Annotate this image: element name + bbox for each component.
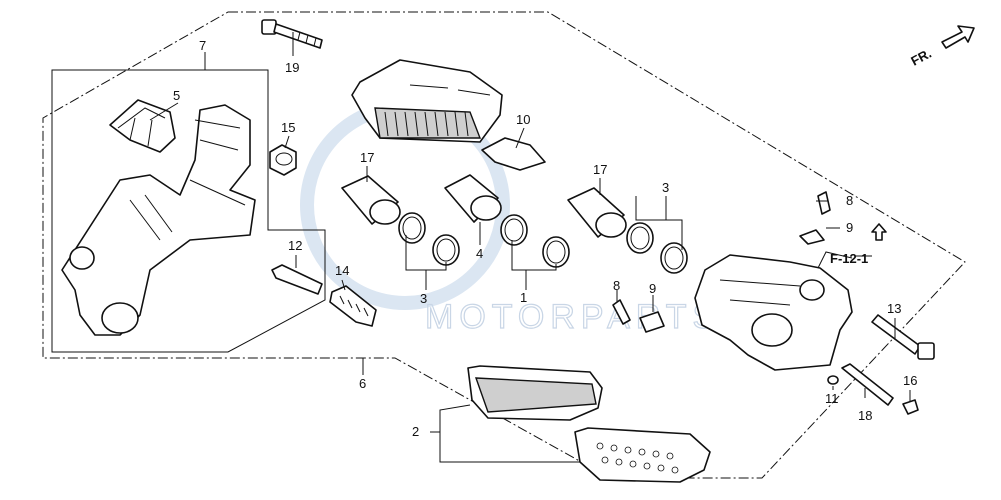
pad-spring [109,99,176,153]
callout-7: 7 [199,38,206,53]
bracket-group-frame [51,69,326,353]
callout-14: 14 [335,263,349,278]
piston-17b [567,187,627,238]
callout-13: 13 [887,301,901,316]
cap-9b [639,311,665,333]
reference-label: F-12-1 [830,251,868,266]
pin-12 [271,264,323,295]
direction-label: FR. [908,46,934,69]
bleeder-8b [612,299,631,325]
caliper-upper-half [351,59,503,143]
callout-4: 4 [476,246,483,261]
bushing-15 [269,144,297,176]
callout-16: 16 [903,373,917,388]
brake-pad-upper [467,365,603,421]
bolt-13 [871,314,935,360]
callout-3b: 3 [662,180,669,195]
bolt-19 [261,19,323,49]
reference-label-group: F-12-1 [830,223,887,266]
callout-1: 1 [520,290,527,305]
piston-17a [341,175,401,225]
seals [398,212,688,274]
pad-retainer-10 [481,137,546,171]
front-direction-arrow: FR. [908,25,975,69]
callout-2: 2 [412,424,419,439]
reference-arrow-icon [871,223,887,241]
callout-5: 5 [173,88,180,103]
leader-lines [149,32,911,463]
caliper-bracket [61,104,256,336]
callout-6: 6 [359,376,366,391]
callout-3a: 3 [420,291,427,306]
piston-4 [444,174,502,223]
bleeder-8a [817,191,831,215]
callout-8b: 8 [613,278,620,293]
cap-9a [799,229,825,245]
callout-9b: 9 [649,281,656,296]
watermark-text: MOTORPARTS [425,298,721,336]
brake-pad-lower [574,427,711,483]
callout-8a: 8 [846,193,853,208]
callout-9a: 9 [846,220,853,235]
washer-11 [827,375,839,385]
bolt-18 [841,363,894,406]
pin-14 [329,285,377,327]
callout-19: 19 [285,60,299,75]
callout-15: 15 [281,120,295,135]
cap-16 [902,399,919,415]
callout-11: 11 [825,391,839,406]
callout-10: 10 [516,112,530,127]
callout-12: 12 [288,238,302,253]
callout-17a: 17 [360,150,374,165]
callout-18: 18 [858,408,872,423]
fr-arrow-icon [941,25,975,49]
assembly-boundary [42,11,966,479]
callout-17b: 17 [593,162,607,177]
caliper-body [694,251,853,371]
